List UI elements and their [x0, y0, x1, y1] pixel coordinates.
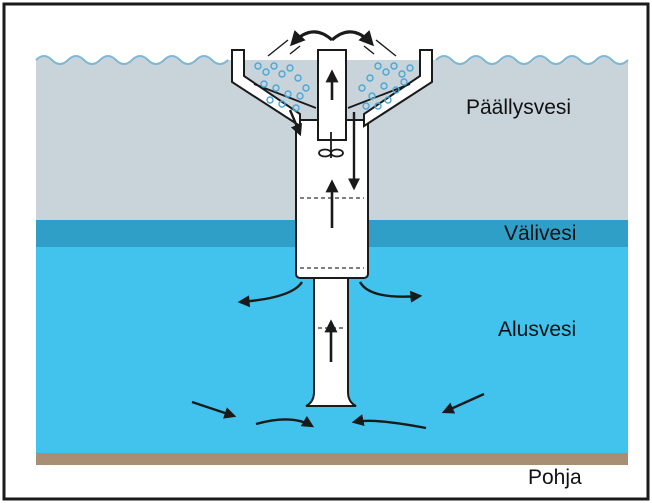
arrow-icon [324, 69, 339, 362]
middle-water-label: Välivesi [504, 222, 577, 245]
surface-water-label: Päällysvesi [466, 96, 572, 119]
fountain-outflow [289, 30, 375, 47]
arrow-icon [191, 392, 485, 430]
propeller-icon [318, 132, 344, 158]
arrow-icon [237, 281, 423, 308]
bottom-sediment-layer [36, 453, 628, 465]
bubble-icon [254, 62, 414, 112]
funnel-baffle [347, 83, 411, 109]
water-surface-waves [35, 55, 629, 65]
deep-water-label: Alusvesi [498, 318, 577, 341]
fountain-spray-lines [267, 39, 397, 57]
bottom-label: Pohja [528, 466, 582, 489]
return-flow-arrow [288, 109, 303, 137]
